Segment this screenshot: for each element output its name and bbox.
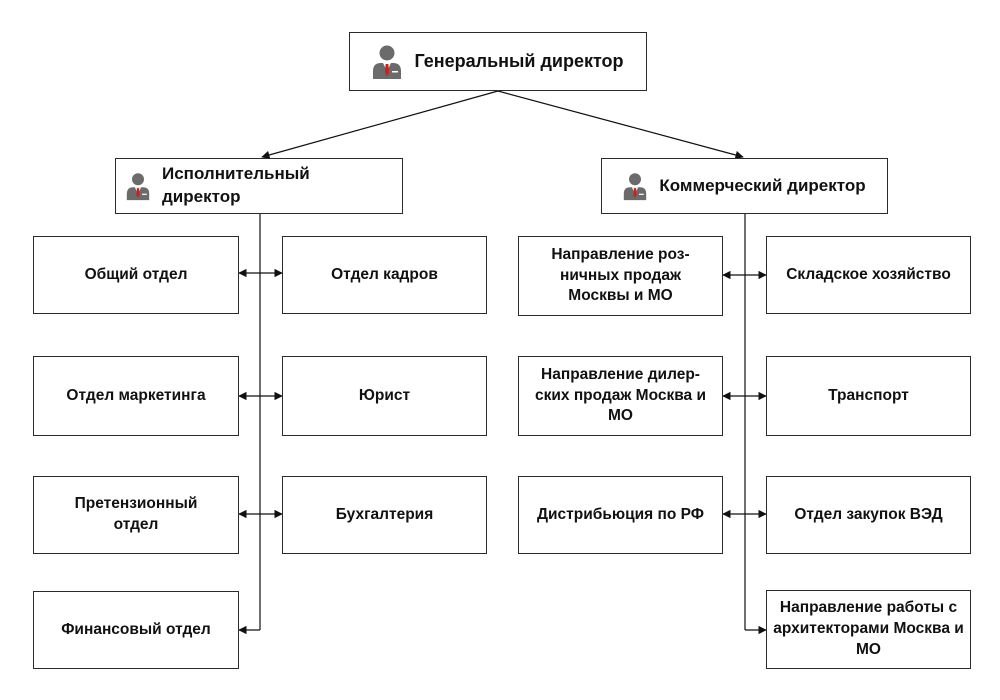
department-label: Общий отдел — [84, 265, 188, 283]
department-label: Отдел закупок ВЭД — [794, 505, 943, 523]
department-label: Дистрибьюция по РФ — [536, 505, 705, 523]
department-box[interactable]: Юрист — [282, 356, 487, 436]
department-box[interactable]: Направление роз-ничных продаж Москвы и М… — [518, 236, 723, 316]
department-box[interactable]: Общий отдел — [33, 236, 239, 314]
ceo-to-executive-arrow — [261, 90, 499, 160]
department-box[interactable]: Бухгалтерия — [282, 476, 487, 554]
department-label: Направление дилер-ских продаж Москва и М… — [534, 365, 706, 425]
department-box[interactable]: Транспорт — [766, 356, 971, 436]
commercial-director-title: Коммерческий директор — [659, 175, 866, 195]
person-icon — [126, 172, 150, 200]
department-label: Отдел кадров — [331, 265, 438, 283]
commercial-director-box[interactable]: Коммерческий директор — [601, 158, 888, 214]
department-label: Складское хозяйство — [786, 265, 951, 283]
person-icon — [373, 45, 402, 79]
department-box[interactable]: Отдел маркетинга — [33, 356, 239, 436]
department-box[interactable]: Отдел кадров — [282, 236, 487, 314]
ceo-to-commercial-arrow — [497, 90, 744, 160]
department-label: Бухгалтерия — [335, 505, 434, 523]
department-label: Направление роз-ничных продаж Москвы и М… — [551, 245, 690, 305]
person-icon — [624, 172, 647, 200]
ceo-title: Генеральный директор — [414, 51, 624, 72]
department-box[interactable]: Отдел закупок ВЭД — [766, 476, 971, 554]
department-box[interactable]: Направление дилер-ских продаж Москва и М… — [518, 356, 723, 436]
department-label: Претензионный отдел — [74, 495, 198, 533]
department-label: Направление работы с архитекторами Москв… — [773, 599, 964, 658]
department-box[interactable]: Дистрибьюция по РФ — [518, 476, 723, 554]
department-box[interactable]: Направление работы с архитекторами Москв… — [766, 590, 971, 669]
ceo-box[interactable]: Генеральный директор — [349, 32, 647, 91]
department-box[interactable]: Складское хозяйство — [766, 236, 971, 314]
executive-director-box[interactable]: Исполнительный директор — [115, 158, 403, 214]
department-box[interactable]: Финансовый отдел — [33, 591, 239, 669]
department-label: Финансовый отдел — [61, 620, 211, 638]
department-label: Отдел маркетинга — [66, 386, 206, 404]
department-label: Транспорт — [828, 386, 909, 404]
department-box[interactable]: Претензионный отдел — [33, 476, 239, 554]
executive-director-title: Исполнительный директор — [162, 164, 310, 206]
department-label: Юрист — [358, 386, 411, 404]
